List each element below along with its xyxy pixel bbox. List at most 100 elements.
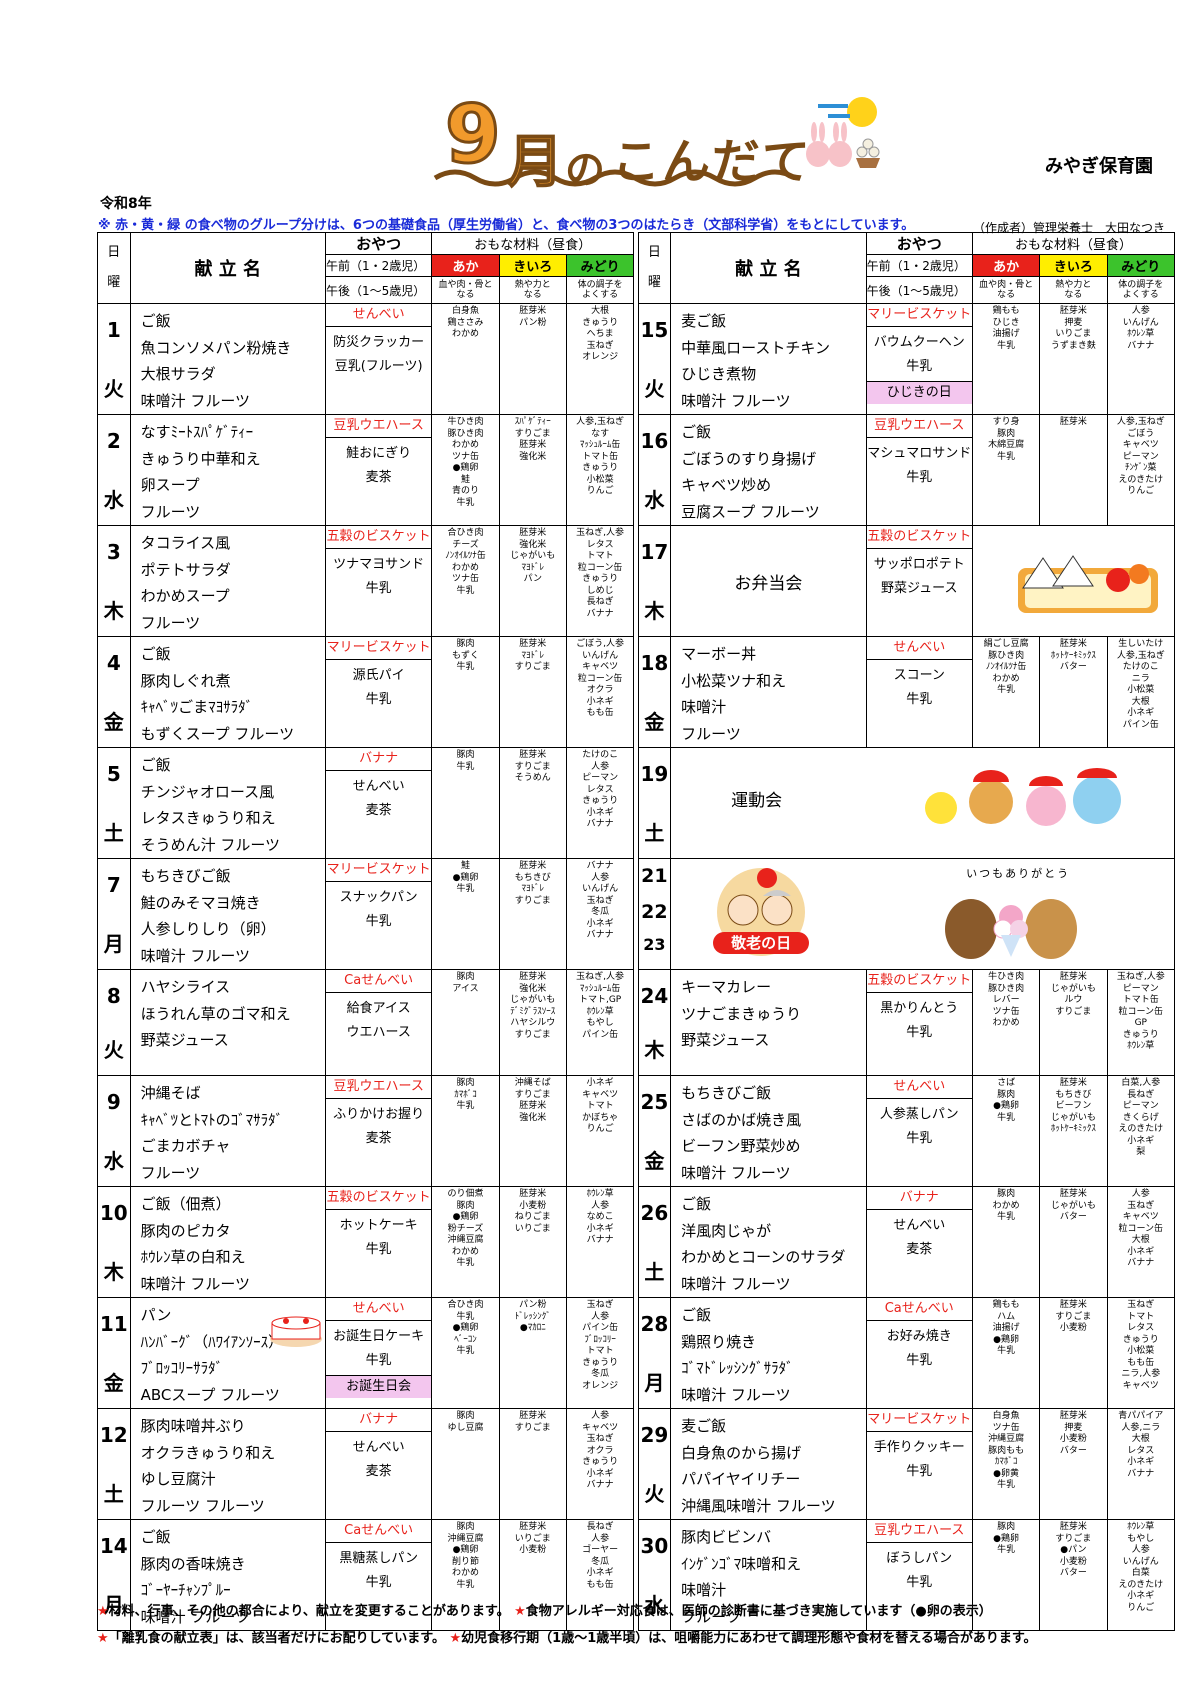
dish-item: フルーツ xyxy=(140,613,201,632)
dish-item: フルーツ xyxy=(681,724,741,743)
weekday: 火 xyxy=(644,1482,665,1506)
ingredients-midori: バナナ 人参 いんげん 玉ねぎ 冬瓜 小ネギ バナナ xyxy=(565,858,635,970)
weekday: 金 xyxy=(644,710,665,734)
snack-morning: 五穀のビスケット xyxy=(867,971,972,993)
ingredients-midori: 生しいたけ 人参,玉ねぎ たけのこ ニラ 小松菜 大根 小ネギ パイン缶 xyxy=(1106,636,1176,748)
snack-cell: せんべいスコーン牛乳 xyxy=(865,636,973,748)
snack-afternoon-item: お誕生日ケーキ xyxy=(333,1329,425,1344)
ingredients-midori: 人参,玉ねぎ なす ﾏｯｼｭﾙｰﾑ缶 トマト缶 きゅうり 小松菜 りんご xyxy=(565,414,635,526)
snack-morning: Caせんべい xyxy=(326,1521,431,1543)
event-name: お弁当会 xyxy=(734,573,803,594)
dish-item: ひじき煮物 xyxy=(681,365,757,383)
snack-cell: 五穀のビスケットサッポロポテト野菜ジュース xyxy=(865,525,973,637)
dish-item: ハヤシライス xyxy=(140,978,231,996)
snack-morning: マリービスケット xyxy=(326,860,431,882)
snack-afternoon-item: 手作りクッキー xyxy=(873,1440,965,1455)
ingredients-aka: 豚肉 ゆし豆腐 xyxy=(431,1408,500,1520)
snack-afternoon: 鮭おにぎり麦茶 xyxy=(326,438,430,490)
snack-morning: せんべい xyxy=(867,1077,972,1099)
snack-afternoon-item: 野菜ジュース xyxy=(881,581,958,596)
snack-cell: 豆乳ウエハース鮭おにぎり麦茶 xyxy=(324,414,433,526)
dish-item: ﾌﾞﾛｯｺﾘｰｻﾗﾀﾞ xyxy=(140,1359,224,1377)
snack-afternoon-item: 黒糖蒸しパン xyxy=(339,1551,418,1566)
day-number: 2 xyxy=(106,429,121,453)
dish-item: ごぼうのすり身揚げ xyxy=(681,449,817,468)
dish-item: 麦ご飯 xyxy=(681,312,727,330)
aka-sub-header-right: 血や肉・骨と なる xyxy=(971,276,1041,304)
dish-item: 人参しりしり（卵） xyxy=(140,920,276,938)
snack-afternoon-item: せんべい xyxy=(352,779,405,794)
author-credit: （作成者）管理栄養士 大田なつき xyxy=(973,221,1166,235)
ingredients-kiiro: 胚芽米 じゃがいも ルウ すりごま xyxy=(1039,969,1108,1076)
snack-afternoon-item: スコーン xyxy=(893,668,945,683)
dish-item: レタスきゅうり和え xyxy=(140,809,276,827)
ingredients-kiiro: 胚芽米 すりごま ●パン 小麦粉 バター xyxy=(1039,1519,1108,1631)
holiday-caption: いつもありがとう xyxy=(966,867,1071,880)
day-number: 16 xyxy=(640,429,669,453)
dish-item: ビーフン野菜炒め xyxy=(681,1137,801,1155)
dish-item: ﾊﾝﾊﾞｰｸﾞ（ﾊﾜｲｱﾝｿｰｽ） xyxy=(140,1332,284,1351)
dish-item: 白身魚のから揚げ xyxy=(681,1443,802,1462)
morning-header-right: 午前（1・2歳児） xyxy=(865,254,973,277)
snack-afternoon: お誕生日ケーキ牛乳 xyxy=(326,1321,430,1373)
snack-afternoon-item: 牛乳 xyxy=(906,1131,933,1146)
dish-item: 豚肉のピカタ xyxy=(140,1221,231,1240)
dish-item: ABCスープ フルーツ xyxy=(140,1385,280,1404)
snack-afternoon: せんべい麦茶 xyxy=(867,1210,971,1262)
dish-item: 味噌汁 フルーツ xyxy=(140,946,251,965)
dish-item: 洋風肉じゃが xyxy=(681,1221,772,1240)
ingredients-midori: たけのこ 人参 ピーマン レタス きゅうり 小ネギ バナナ xyxy=(565,747,635,859)
ingredients-kiiro: 胚芽米 小麦粉 ねりごま いりごま xyxy=(498,1186,567,1298)
menu-cell: 豚肉味噌丼ぶりオクラきゅうり和えゆし豆腐汁フルーツ フルーツ xyxy=(129,1408,326,1520)
dish-item: きゅうり中華和え xyxy=(140,449,261,468)
snack-afternoon-item: 防災クラッカー xyxy=(333,335,425,350)
dish-item: わかめスープ xyxy=(140,587,230,605)
dish-item: ｷｬﾍﾞﾂとﾄﾏﾄのｺﾞﾏｻﾗﾀﾞ xyxy=(140,1110,284,1129)
dish-item: もちきびご飯 xyxy=(140,867,231,885)
snack-afternoon-item: 牛乳 xyxy=(365,1242,392,1257)
dish-item: パン xyxy=(140,1306,172,1324)
ingredients-kiiro: ｽﾊﾟｹﾞﾃｨｰ すりごま 胚芽米 強化米 xyxy=(498,414,567,526)
weekday: 火 xyxy=(644,377,665,401)
day-number: 15 xyxy=(640,318,669,342)
menu-name-header-right: 献 立 名 xyxy=(670,232,867,304)
dish-item: ｲﾝｹﾞﾝｺﾞﾏ味噌和え xyxy=(681,1554,802,1573)
dish-item: 麦ご飯 xyxy=(681,1417,727,1435)
menu-cell: ご飯鶏照り焼きｺﾞﾏﾄﾞﾚｯｼﾝｸﾞｻﾗﾀﾞ味噌汁 フルーツ xyxy=(670,1297,867,1409)
snack-morning: せんべい xyxy=(326,305,431,327)
snack-cell: 豆乳ウエハースマシュマロサンド牛乳 xyxy=(865,414,973,526)
weekday: 月 xyxy=(103,1593,124,1617)
ingredients-aka: 鮭 ●鶏卵 牛乳 xyxy=(431,858,500,970)
snack-afternoon: 源氏パイ牛乳 xyxy=(326,660,430,712)
snack-afternoon-item: 牛乳 xyxy=(365,914,392,929)
event-name: 運動会 xyxy=(731,791,783,811)
snack-afternoon-item: ぼうしパン xyxy=(886,1551,953,1566)
ingredients-aka: 白身魚 ツナ缶 沖縄豆腐 豚肉もも ｶﾏﾎﾞｺ ●卵黄 牛乳 xyxy=(971,1408,1041,1520)
dish-item: 卵スープ xyxy=(140,476,200,494)
snack-afternoon-item: サッポロポテト xyxy=(873,557,965,572)
snack-cell: せんべい防災クラッカー豆乳(フルーツ) xyxy=(324,303,433,415)
ingredients-kiiro: 胚芽米 強化米 じゃがいも ﾃﾞﾐｸﾞﾗｽｿｰｽ ハヤシルウ すりごま xyxy=(498,969,567,1076)
snack-morning: 豆乳ウエハース xyxy=(326,1077,431,1099)
day-header-right: 日曜 xyxy=(637,232,672,304)
weekday: 火 xyxy=(103,377,124,401)
snack-afternoon-item: 麦茶 xyxy=(365,470,392,485)
snack-morning: 豆乳ウエハース xyxy=(867,1521,972,1543)
day-number: 26 xyxy=(640,1201,669,1225)
aka-sub-header: 血や肉・骨と なる xyxy=(431,276,500,304)
snack-morning: せんべい xyxy=(867,638,972,660)
ingredients-kiiro: 胚芽米 すりごま そうめん xyxy=(498,747,567,859)
dish-item: ﾎｳﾚﾝ草の白和え xyxy=(140,1248,246,1266)
title-underline-wave xyxy=(433,169,797,187)
respect-for-aged-illustration xyxy=(713,868,810,956)
ingredients-aka: 牛ひき肉 豚ひき肉 レバー ツナ缶 わかめ xyxy=(971,969,1041,1076)
birthday-cake-icon xyxy=(268,1309,324,1353)
menu-cell: お弁当会 xyxy=(670,525,867,637)
ingredients-midori: 玉ねぎ,人参 ﾏｯｼｭﾙｰﾑ缶 トマト,GP ﾎｳﾚﾝ草 もやし パイン缶 xyxy=(565,969,635,1076)
